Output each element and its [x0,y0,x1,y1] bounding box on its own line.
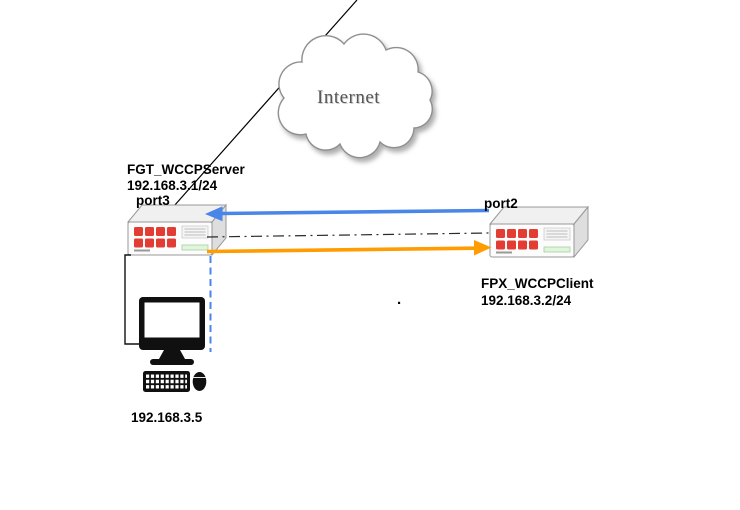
keyboard-icon [143,371,190,392]
server-name-label: FGT_WCCPServer [127,162,245,177]
led-square [518,229,527,238]
led-square [167,238,176,248]
orange-arrow-head [474,240,492,256]
led-square [156,227,165,236]
internet-cloud [277,33,433,159]
device-green-label [181,244,209,251]
host-ip-label: 192.168.3.5 [131,410,203,425]
blue-arrow-shaft [220,208,490,216]
orange-arrow [206,240,492,256]
device-green-label [543,246,571,253]
led-square [529,229,538,238]
cloud-shape [277,33,433,159]
led-square [507,229,516,238]
monitor-base [150,359,194,365]
fortinet-led-grid [134,227,176,248]
fpx-device-icon [488,205,590,259]
led-square [145,238,154,248]
device-brand-mark [496,251,512,254]
led-square [134,227,143,236]
client-name-label: FPX_WCCPClient [481,276,594,291]
device-brand-mark [134,249,150,252]
led-square [134,238,143,248]
internet-label: Internet [317,87,381,108]
led-square [145,227,154,236]
monitor-screen [144,302,200,338]
fgt-device-icon [126,203,228,257]
led-square [167,227,176,236]
host-computer-icon [139,297,207,392]
internet-link-line [173,0,358,207]
led-square [156,238,165,248]
led-square [496,240,505,250]
server-port-label: port3 [136,193,170,208]
led-square [518,240,527,250]
host-link-line [124,254,140,345]
server-ip-label: 192.168.3.1/24 [127,178,218,193]
blue-arrow-head [205,206,223,222]
client-ip-label: 192.168.3.2/24 [481,293,572,308]
client-port-label: port2 [484,196,518,211]
stray-dot: . [397,291,402,308]
wccp-dashdot-line [206,232,490,238]
mouse-body [192,372,207,391]
led-square [496,229,505,238]
led-square [507,240,516,250]
fortinet-led-grid [496,229,538,250]
blue-arrow [205,206,490,222]
led-square [529,240,538,250]
monitor-icon [139,297,205,365]
monitor-neck [159,350,185,359]
orange-arrow-shaft [206,246,476,254]
mouse-icon [192,372,207,391]
